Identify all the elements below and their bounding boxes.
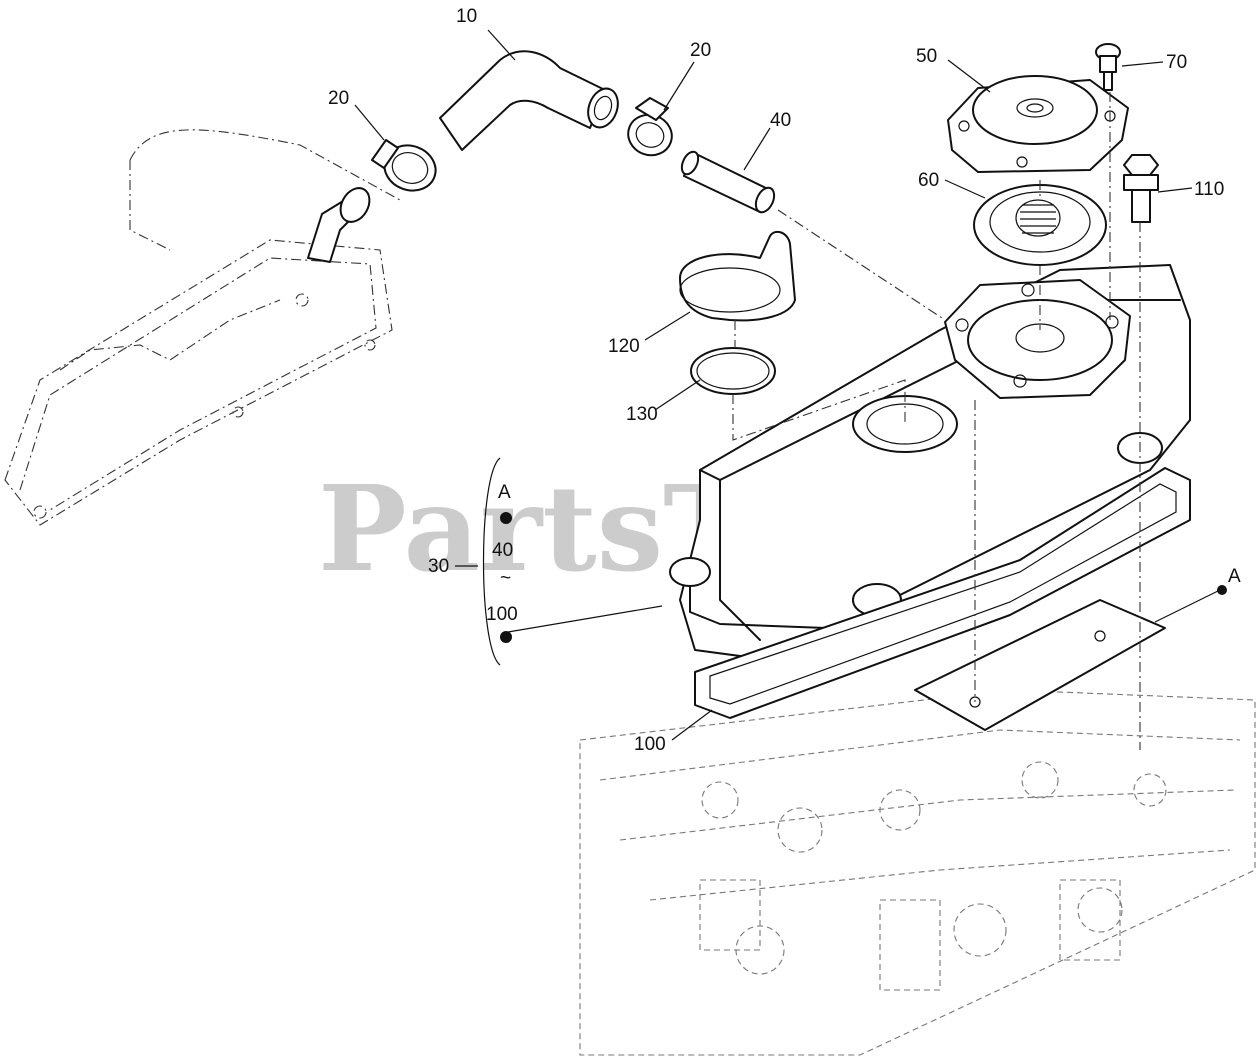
kit-range-end: 100 bbox=[486, 604, 518, 625]
callout-20-left: 20 bbox=[328, 88, 349, 109]
callout-50: 50 bbox=[916, 46, 937, 67]
assembly-lines bbox=[732, 92, 1141, 750]
callout-10: 10 bbox=[456, 6, 477, 27]
kit-ref-a-dot bbox=[500, 512, 512, 524]
hose-clamp-right bbox=[627, 97, 673, 157]
ref-marker-dot bbox=[1217, 585, 1227, 595]
baffle-plate bbox=[914, 599, 1166, 731]
kit-ref-a: A bbox=[498, 482, 511, 503]
intake-manifold-ghost bbox=[4, 129, 401, 526]
kit-number: 30 bbox=[428, 556, 449, 577]
ref-marker-a: A bbox=[1217, 566, 1241, 595]
bolt-110 bbox=[1123, 154, 1159, 223]
callout-40: 40 bbox=[770, 110, 791, 131]
callout-130: 130 bbox=[626, 404, 658, 425]
callout-120: 120 bbox=[608, 336, 640, 357]
pipe-fitting bbox=[680, 150, 776, 214]
callout-20-right: 20 bbox=[690, 40, 711, 61]
callout-70: 70 bbox=[1166, 52, 1187, 73]
callouts: 10 20 20 40 50 60 70 110 120 130 100 bbox=[328, 6, 1224, 755]
callout-110: 110 bbox=[1194, 179, 1224, 200]
bolt-70 bbox=[1095, 43, 1121, 91]
breather-cover bbox=[947, 75, 1129, 173]
leader-lines bbox=[354, 29, 1221, 741]
valve-cover-gasket bbox=[694, 467, 1191, 719]
kit-bracket: 30 A 40 ~ 100 bbox=[428, 482, 518, 643]
ref-marker-label: A bbox=[1228, 566, 1241, 587]
valve-cover bbox=[669, 264, 1191, 661]
hose-clamp-left bbox=[371, 139, 437, 192]
breather-hose bbox=[439, 50, 619, 151]
callout-100: 100 bbox=[634, 734, 666, 755]
kit-range-end-dot bbox=[500, 631, 512, 643]
breather-valve bbox=[973, 184, 1107, 266]
cylinder-head-ghost bbox=[579, 689, 1256, 1056]
oil-filler-cap bbox=[679, 230, 796, 322]
o-ring bbox=[690, 347, 776, 395]
kit-range-tilde: ~ bbox=[500, 568, 511, 589]
callout-60: 60 bbox=[918, 170, 939, 191]
kit-range-start: 40 bbox=[492, 540, 513, 561]
